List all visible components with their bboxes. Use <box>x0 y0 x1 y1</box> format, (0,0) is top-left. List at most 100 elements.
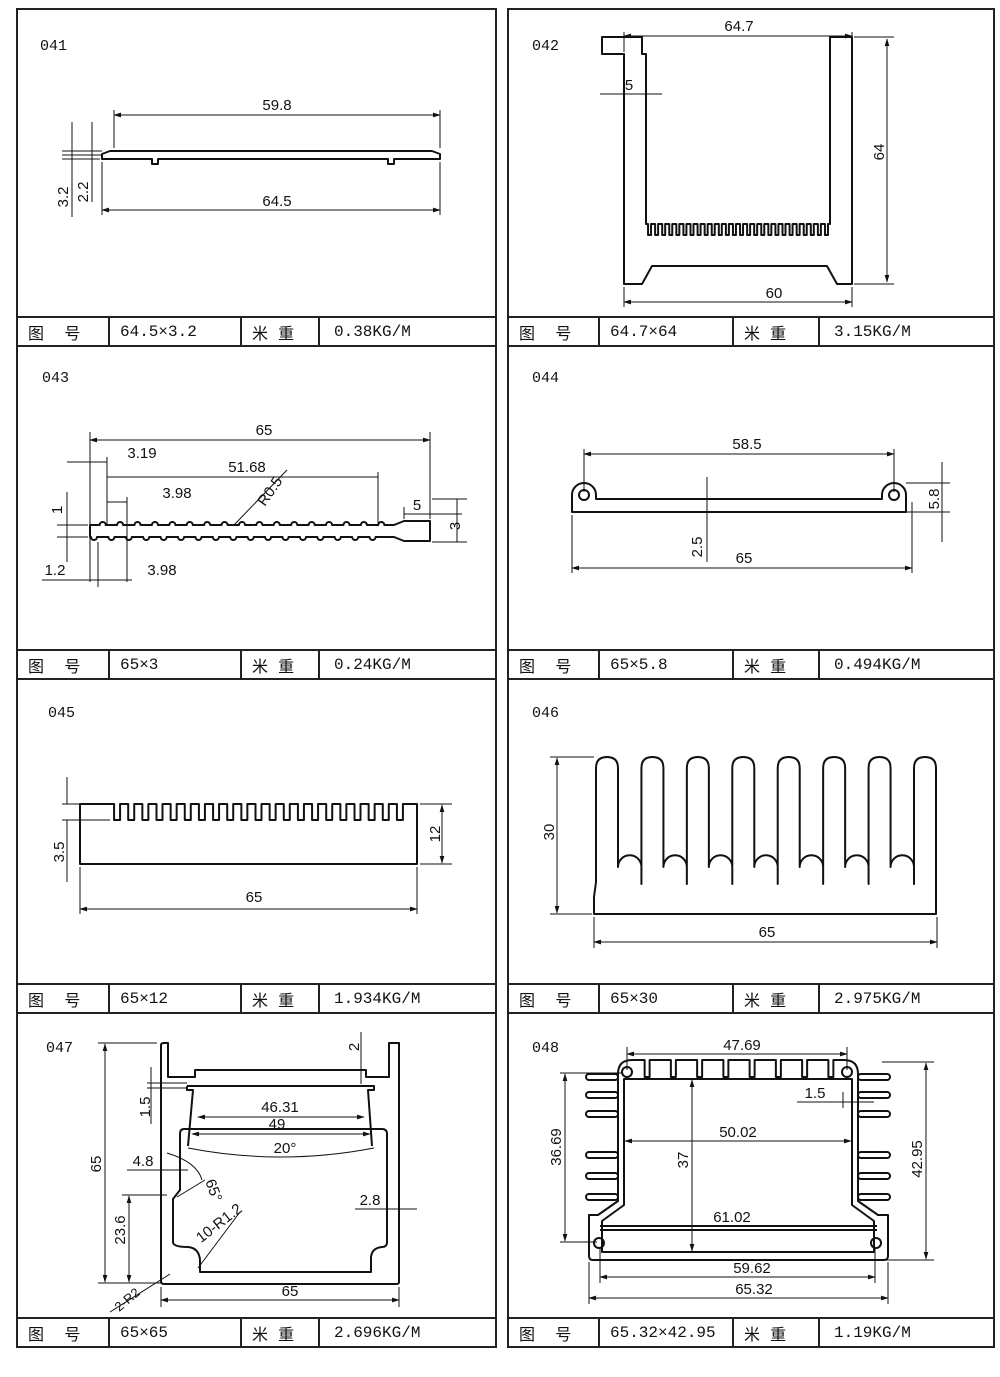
dim-label: 2.5 <box>689 537 706 558</box>
weight-label: 米 重 <box>734 1319 820 1346</box>
spec-row: 图 号 65×3 米 重 0.24KG/M <box>18 649 495 678</box>
spec-row: 图 号 65×5.8 米 重 0.494KG/M <box>509 649 993 678</box>
drawing-id: 048 <box>532 1040 559 1057</box>
dim-label: 2-R2 <box>111 1285 142 1315</box>
size-value: 65×3 <box>110 651 242 678</box>
heat-sink-fin <box>585 1172 619 1180</box>
dim-label: 12 <box>427 826 444 843</box>
extension-lines <box>62 803 452 914</box>
dim-label: 4.8 <box>133 1153 154 1170</box>
dim-label: 58.5 <box>732 436 761 453</box>
drawing-no-label: 图 号 <box>509 318 600 345</box>
dim-label: 2 <box>346 1043 363 1051</box>
profile-card-043: 043 65 3.19 51.68 3.98 R0.5 5 1 3 1.2 3.… <box>16 345 497 680</box>
weight-label: 米 重 <box>734 651 820 678</box>
dim-label: 2.8 <box>360 1192 381 1209</box>
dim-label: R0.5 <box>254 474 286 510</box>
dimension-line <box>42 461 462 581</box>
spec-row: 图 号 65×12 米 重 1.934KG/M <box>18 983 495 1012</box>
dim-label: 42.95 <box>909 1140 926 1178</box>
dim-label: 3.98 <box>147 562 176 579</box>
dim-label: 23.6 <box>112 1215 129 1244</box>
extension-lines <box>57 432 467 587</box>
dim-label: 3 <box>447 522 464 530</box>
weight-value: 3.15KG/M <box>834 322 911 341</box>
dim-label: 51.68 <box>228 459 266 476</box>
weight-value: 2.975KG/M <box>834 989 921 1008</box>
size-value: 65×65 <box>110 1319 242 1346</box>
leader-line <box>109 1179 241 1313</box>
dim-label: 59.62 <box>733 1260 771 1277</box>
profile-outline <box>571 482 907 513</box>
dim-label: 3.2 <box>55 187 72 208</box>
spec-row: 图 号 65.32×42.95 米 重 1.19KG/M <box>509 1317 993 1346</box>
dim-label: 3.5 <box>51 842 68 863</box>
weight-label: 米 重 <box>242 985 320 1012</box>
size-value: 65×12 <box>110 985 242 1012</box>
profile-drawing: 041 59.8 64.5 3.2 2.2 <box>40 38 441 217</box>
dim-label: 64.7 <box>724 18 753 35</box>
heat-sink-fin <box>585 1151 619 1159</box>
profile-drawing: 044 58.5 2.5 65 5.8 <box>532 370 950 573</box>
dimension-line <box>706 462 943 562</box>
dim-label: 1.5 <box>805 1085 826 1102</box>
dim-label: 1.2 <box>45 562 66 579</box>
heat-sink-fin <box>585 1073 619 1081</box>
dim-label: 5 <box>413 497 421 514</box>
dim-label: 61.02 <box>713 1209 751 1226</box>
dim-label: 65 <box>256 422 273 439</box>
dim-label: 60 <box>766 285 783 302</box>
dim-label: 65 <box>759 924 776 941</box>
drawing-id: 044 <box>532 370 559 387</box>
inner-cavity <box>601 1078 875 1253</box>
weight-value: 0.24KG/M <box>334 655 411 674</box>
dim-label: 3.19 <box>127 445 156 462</box>
weight-value: 1.934KG/M <box>334 989 421 1008</box>
heat-sink-fin <box>857 1193 891 1201</box>
drawing-no-label: 图 号 <box>18 985 110 1012</box>
profile-card-046: 046 30 65 图 号 65×30 米 重 2.975KG/M <box>507 678 995 1014</box>
size-value: 64.7×64 <box>600 318 734 345</box>
profile-drawing: 046 30 65 <box>532 705 938 948</box>
heat-sink-fin <box>857 1151 891 1159</box>
dim-label: 3.98 <box>162 485 191 502</box>
drawing-id: 046 <box>532 705 559 722</box>
dim-label: 30 <box>541 824 558 841</box>
extension-lines <box>571 449 950 573</box>
dim-label: 47.69 <box>723 1037 761 1054</box>
dim-label: 5.8 <box>926 489 943 510</box>
size-value: 64.5×3.2 <box>110 318 242 345</box>
weight-label: 米 重 <box>734 985 820 1012</box>
spec-row: 图 号 65×30 米 重 2.975KG/M <box>509 983 993 1012</box>
drawing-id: 041 <box>40 38 67 55</box>
heat-sink-fin <box>857 1110 891 1118</box>
screw-hole <box>870 1237 882 1249</box>
weight-label: 米 重 <box>242 318 320 345</box>
drawing-no-label: 图 号 <box>18 318 110 345</box>
dim-label: 1.5 <box>137 1097 154 1118</box>
size-value: 65×30 <box>600 985 734 1012</box>
spec-row: 图 号 64.7×64 米 重 3.15KG/M <box>509 316 993 345</box>
size-value: 65×5.8 <box>600 651 734 678</box>
profile-card-041: 041 59.8 64.5 3.2 2.2 图 号 64.5×3.2 米 重 0… <box>16 8 497 347</box>
dim-label: 65.32 <box>735 1281 773 1298</box>
dim-label: 65 <box>282 1283 299 1300</box>
extension-lines <box>550 756 938 948</box>
weight-label: 米 重 <box>734 318 820 345</box>
weight-value: 2.696KG/M <box>334 1323 421 1342</box>
dimension-line <box>71 122 93 217</box>
dimension-line <box>127 1067 417 1210</box>
leader-line <box>233 469 288 526</box>
size-value: 65.32×42.95 <box>600 1319 734 1346</box>
profile-outline <box>160 1042 400 1285</box>
dim-label: 37 <box>675 1152 692 1169</box>
weight-value: 1.19KG/M <box>834 1323 911 1342</box>
weight-label: 米 重 <box>242 651 320 678</box>
drawing-no-label: 图 号 <box>509 985 600 1012</box>
spec-row: 图 号 64.5×3.2 米 重 0.38KG/M <box>18 316 495 345</box>
dim-label: 49 <box>269 1116 286 1133</box>
inner-cavity <box>172 1128 388 1273</box>
dim-label: 64 <box>871 144 888 161</box>
drawing-no-label: 图 号 <box>509 651 600 678</box>
heat-sink-fin <box>585 1091 619 1099</box>
